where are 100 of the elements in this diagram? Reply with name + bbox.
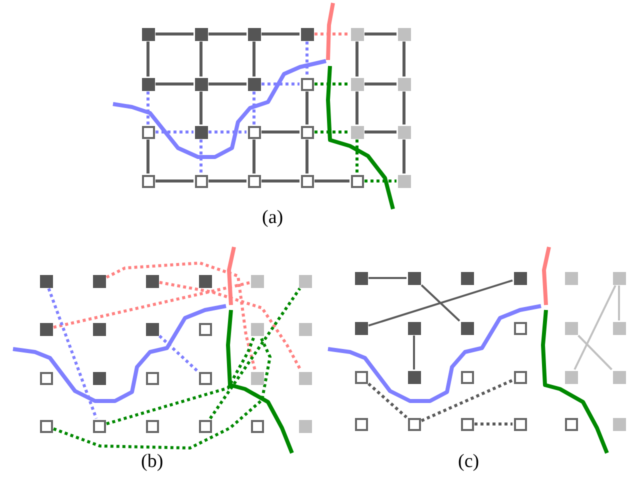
grid-node (408, 370, 420, 384)
grid-node (298, 322, 312, 336)
grid-node (92, 322, 106, 336)
connector-line (252, 42, 256, 76)
grid-node (460, 418, 474, 430)
connector-line (364, 130, 396, 134)
grid-node (198, 372, 212, 384)
grid-node (514, 370, 526, 384)
connector-line (146, 92, 150, 124)
connector-line (156, 180, 194, 182)
grid-node (398, 126, 410, 138)
grid-node (250, 420, 264, 432)
connector-line (52, 336, 272, 450)
grid-node (564, 370, 578, 384)
connector-line (314, 130, 350, 134)
grid-node (514, 418, 526, 430)
connector-line (159, 280, 302, 372)
connector-line (156, 32, 194, 36)
grid-node (350, 28, 364, 40)
grid-node (92, 274, 106, 288)
panel-label: (c) (458, 451, 480, 473)
grid-node (612, 370, 626, 384)
grid-node (300, 78, 314, 90)
connector-line (47, 288, 98, 420)
grid-node (612, 418, 626, 430)
connector-line (208, 82, 246, 86)
grid-node (146, 372, 158, 384)
connector-line (262, 130, 300, 134)
grid-node (198, 420, 212, 432)
grid-node (248, 126, 260, 138)
connector-line (364, 82, 396, 86)
grid-node (460, 272, 474, 284)
connector-line (364, 180, 396, 182)
connector-line (368, 277, 406, 279)
connector-line (252, 92, 256, 124)
connector-line (420, 284, 460, 322)
connector-line (314, 32, 350, 36)
connector-line (474, 422, 512, 426)
grid-node (40, 372, 52, 384)
grid-node (354, 322, 368, 334)
grid-node (146, 322, 158, 336)
connector-line (146, 42, 150, 76)
connector-line (106, 336, 256, 426)
connector-line (356, 140, 358, 174)
grid-node (194, 174, 208, 188)
panel-label: (b) (141, 451, 164, 473)
grid-node (248, 174, 260, 188)
connector-line (158, 334, 199, 372)
connector-line (262, 32, 300, 36)
grid-node (298, 420, 312, 432)
connector-line (356, 92, 358, 124)
panel-label: (a) (262, 207, 284, 229)
grid-node (398, 174, 410, 188)
grid-node (408, 418, 420, 430)
grid-node (408, 322, 420, 334)
connector-line (306, 140, 308, 174)
connector-line (574, 285, 616, 370)
grid-node (354, 418, 368, 430)
connector-line (262, 180, 300, 182)
grid-node (298, 274, 312, 288)
connector-line (402, 140, 406, 174)
connector-line (53, 281, 250, 329)
connector-line (156, 82, 194, 86)
connector-line (262, 82, 300, 86)
connector-line (252, 140, 256, 174)
connector-line (200, 92, 202, 124)
grid-node (354, 370, 368, 384)
grid-node (194, 126, 208, 138)
grid-node (146, 420, 158, 432)
connector-line (306, 92, 308, 124)
grid-node (194, 28, 208, 40)
grid-node (198, 322, 212, 336)
grid-node (300, 174, 314, 188)
grid-node (612, 272, 626, 284)
grid-node (250, 322, 264, 336)
connector-line (208, 288, 302, 420)
connector-line (200, 140, 202, 174)
connector-line (106, 261, 257, 371)
connector-line (356, 42, 358, 76)
grid-node (146, 274, 158, 288)
connector-line (208, 32, 246, 36)
grid-node (300, 28, 314, 40)
grid-node (92, 420, 106, 432)
grid-node (142, 28, 154, 40)
grid-node (40, 274, 52, 288)
grid-node (408, 272, 420, 284)
grid-node (398, 28, 410, 40)
grid-node (398, 78, 410, 90)
grid-node (460, 370, 474, 384)
connector-line (402, 42, 406, 76)
grid-node (298, 372, 312, 384)
grid-node (248, 28, 260, 40)
connector-line (420, 378, 514, 422)
grid-node (194, 78, 208, 90)
grid-node (460, 322, 474, 334)
grid-node (92, 372, 106, 384)
connector-line (208, 130, 246, 134)
grid-node (350, 78, 364, 90)
connector-line (413, 336, 415, 370)
grid-node (250, 372, 264, 384)
